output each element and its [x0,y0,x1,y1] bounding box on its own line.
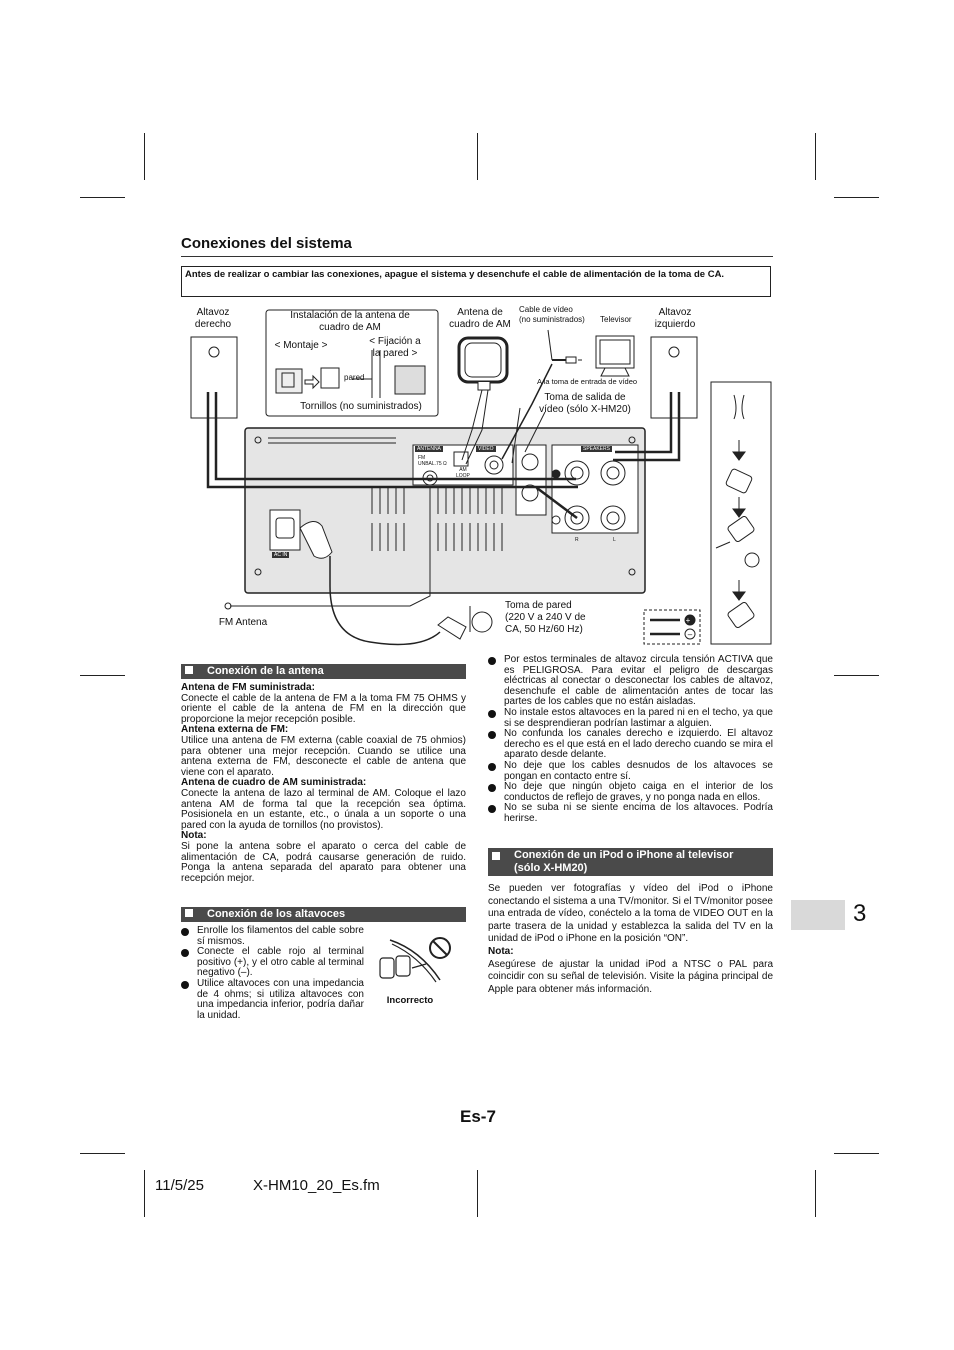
incorrect-wiring-illustration [379,937,451,983]
crop-mark [80,1153,125,1154]
svg-text:+: + [686,616,691,625]
label-video-cable: Cable de vídeo(no suministrados) [519,305,585,324]
list-item: No se suba ni se siente encima de los al… [488,802,773,824]
crop-mark [144,1170,145,1217]
list-item: Enrolle los filamentos del cable sobre s… [181,925,364,947]
chapter-tab [791,900,845,930]
speakers-heading-bar: Conexión de los altavoces [181,907,466,922]
ipod-paragraph: Se pueden ver fotografías y vídeo del iP… [488,883,773,945]
crop-mark [80,197,125,198]
list-item: No instale estos altavoces en la pared n… [488,707,773,729]
panel-video-label: VIDEO [476,446,496,452]
crop-mark [834,675,879,676]
note-text: Si pone la antena sobre el aparato o cer… [181,840,466,884]
ipod-note-heading: Nota: [488,945,514,957]
warning-box: Antes de realizar o cambiar las conexion… [181,266,771,297]
panel-antenna-label: ANTENNA [415,446,443,452]
list-item: No deje que los cables desnudos de los a… [488,760,773,782]
steps-box [710,381,772,645]
list-item: Por estos terminales de altavoz circula … [488,654,773,708]
ipod-text: Se pueden ver fotografías y vídeo del iP… [488,883,773,996]
title-rule [181,256,773,257]
am-heading: Antena de cuadro de AM suministrada: [181,777,367,789]
footer-file: X-HM10_20_Es.fm [253,1177,380,1194]
panel-r-label: R [575,537,579,543]
antenna-heading-bar: Conexión de la antena [181,664,466,679]
speaker-right [190,336,238,419]
footer-date: 11/5/25 [155,1177,204,1194]
page-number: Es-7 [460,1107,496,1126]
list-item: Utilice altavoces con una impedancia de … [181,978,364,1021]
speakers-list: Enrolle los filamentos del cable sobre s… [181,925,364,1021]
panel-speakers-label: SPEAKERS [581,446,612,452]
fm-text: Conecte el cable de la antena de FM a la… [181,692,466,725]
tv-icon [595,335,635,369]
warnings-list: Por estos terminales de altavoz circula … [488,654,773,825]
list-item: Conecte el cable rojo al terminal positi… [181,946,364,979]
am-install-box [265,309,439,417]
panel-ac-in-label: AC IN [272,552,290,558]
ipod-note-text: Asegúrese de ajustar la unidad iPod a NT… [488,958,773,995]
label-tv: Televisor [600,315,632,324]
crop-mark [834,1153,879,1154]
chapter-number: 3 [853,900,867,927]
speaker-left [650,336,698,419]
crop-mark [815,133,816,180]
am-loop-antenna [457,336,509,384]
label-fm-antenna: FM Antena [218,617,268,628]
list-item: No confunda los canales derecho e izquie… [488,728,773,761]
ext-heading: Antena externa de FM: [181,724,289,736]
crop-mark [144,133,145,180]
crop-mark [477,1170,478,1217]
svg-text:–: – [688,630,693,639]
antenna-text: Antena de FM suministrada: Conecte el ca… [181,682,466,884]
label-screws: Tornillos (no suministrados) [300,401,422,412]
panel-l-label: L [613,537,616,543]
am-text: Conecte la antena de lazo al terminal de… [181,787,466,831]
label-video-input: A la toma de entrada de vídeo [537,377,638,386]
ipod-heading-bar: Conexión de un iPod o iPhone al televiso… [488,848,773,876]
list-item: No deje que ningún objeto caiga en el in… [488,781,773,803]
label-wall: pared [344,373,365,382]
crop-mark [477,133,478,180]
connection-diagram: + – [190,309,772,646]
crop-mark [80,675,125,676]
note-heading: Nota: [181,830,207,842]
section-title: Conexiones del sistema [181,235,352,252]
fm-heading: Antena de FM suministrada: [181,682,315,693]
label-incorrect: Incorrecto [386,995,434,1006]
crop-mark [815,1170,816,1217]
ext-text: Utilice una antena de FM externa (cable … [181,734,466,778]
crop-mark [834,197,879,198]
label-mounting: < Montaje > [274,340,328,351]
